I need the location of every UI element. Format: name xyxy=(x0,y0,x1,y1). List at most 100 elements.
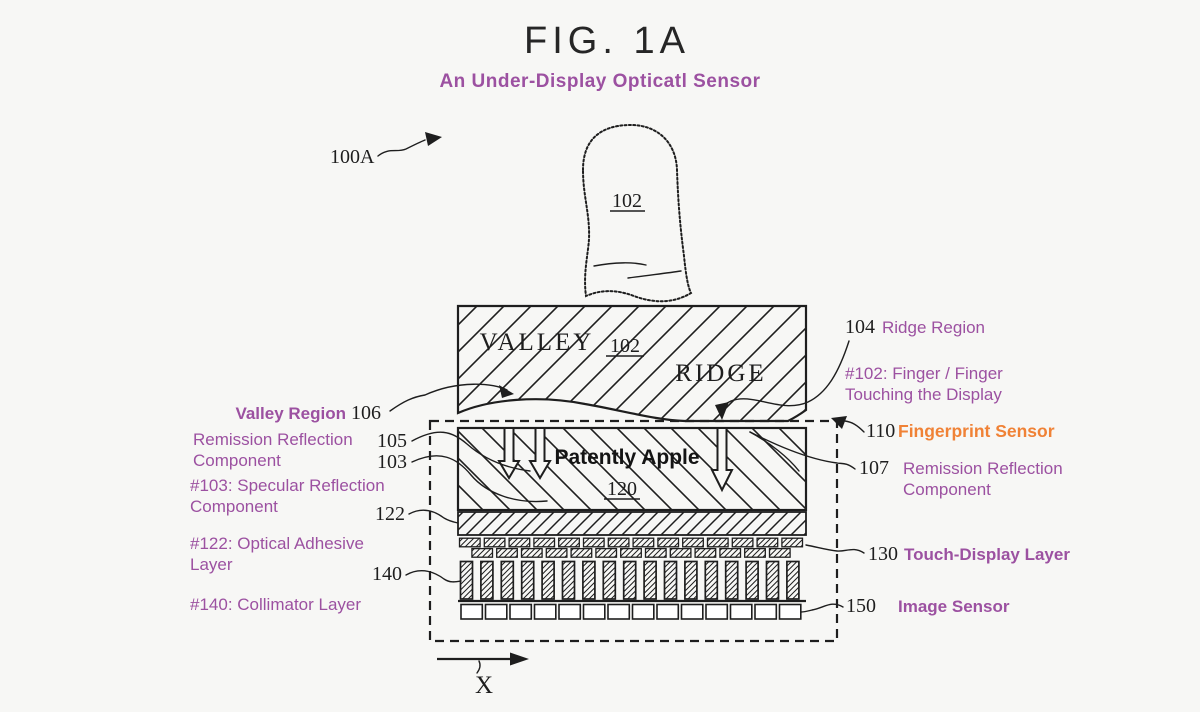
x-axis-arrowhead-icon xyxy=(510,652,529,666)
ref-105: 105 xyxy=(377,430,407,452)
label-fingerprint-sensor: Fingerprint Sensor xyxy=(898,421,1055,441)
ref-110: 110 xyxy=(866,420,895,442)
collimator-bar xyxy=(643,560,657,600)
leader-130 xyxy=(805,544,865,554)
label-touch-display: Touch-Display Layer xyxy=(904,545,1070,564)
collimator-bar xyxy=(602,560,617,600)
touch-display-cell xyxy=(607,537,630,548)
image-sensor-cell xyxy=(631,603,655,620)
x-axis: X xyxy=(437,652,529,699)
leader-110 xyxy=(844,420,865,433)
figure-subtitle: An Under-Display Opticatl Sensor xyxy=(439,71,760,92)
collimator-bar xyxy=(663,560,678,600)
image-sensor-cell xyxy=(680,603,704,620)
collimator-bar xyxy=(786,560,800,600)
touch-display-cell xyxy=(781,537,804,548)
touch-display-cell xyxy=(483,537,506,548)
watermark: Patently Apple xyxy=(554,446,699,469)
touch-display-cell xyxy=(657,537,680,548)
image-sensor-cell xyxy=(509,603,533,620)
label-adhesive-1: #122: Optical Adhesive xyxy=(190,534,364,553)
label-remission-left-1: Remission Reflection xyxy=(193,430,353,449)
label-remission-right-2: Component xyxy=(903,480,991,499)
image-sensor-cell xyxy=(533,603,557,620)
collimator-bar xyxy=(704,560,719,600)
touch-display-cell xyxy=(744,547,766,558)
touch-display-cell xyxy=(731,537,754,548)
label-finger-note-1: #102: Finger / Finger xyxy=(845,364,1003,383)
valley-text: VALLEY xyxy=(480,329,595,356)
ref-100a-leader xyxy=(377,139,426,157)
finger-crease-1 xyxy=(593,262,647,267)
ref-104: 104 xyxy=(845,316,875,338)
touch-display-cell xyxy=(644,547,667,558)
touch-display-cell xyxy=(620,547,642,558)
image-sensor-cell xyxy=(582,603,606,620)
touch-display-cell xyxy=(520,547,543,558)
collimator-bar xyxy=(745,560,759,600)
ref-130: 130 xyxy=(868,543,898,565)
touch-display-cell xyxy=(570,547,593,558)
left-callouts: Valley Region 106 Remission Reflection C… xyxy=(190,402,407,614)
collimator-bar xyxy=(765,560,780,600)
touch-display-cell xyxy=(694,547,717,558)
collimator-bar xyxy=(480,560,494,600)
x-axis-tick xyxy=(476,660,481,674)
ref-150: 150 xyxy=(846,595,876,617)
image-sensor-cell xyxy=(705,603,729,620)
light-arrow-icon xyxy=(528,427,552,480)
leader-lines xyxy=(389,340,865,613)
x-axis-label: X xyxy=(475,672,493,699)
right-callouts: 104 Ridge Region #102: Finger / Finger T… xyxy=(845,316,1070,617)
image-sensor-cell xyxy=(729,603,753,620)
label-specular-2: Component xyxy=(190,497,278,516)
image-sensor-layer xyxy=(460,603,802,620)
label-specular-1: #103: Specular Reflection xyxy=(190,476,385,495)
collimator-bar xyxy=(500,560,515,600)
ref-103: 103 xyxy=(377,451,407,473)
touch-display-cell xyxy=(632,537,655,548)
finger-section-hatch xyxy=(456,304,808,423)
touch-display-cell xyxy=(768,547,791,558)
leader-106-arrowhead-icon xyxy=(499,385,514,398)
leader-107-ray-bounce xyxy=(749,431,800,472)
label-valley-region: Valley Region xyxy=(235,404,346,423)
image-sensor-cell xyxy=(460,603,484,620)
image-sensor-cell xyxy=(484,603,508,620)
touch-display-cell xyxy=(508,537,531,548)
finger-ref-label: 102 xyxy=(612,190,642,212)
collimator-bar xyxy=(541,560,555,600)
touch-display-cell xyxy=(706,537,729,548)
touch-display-cell xyxy=(719,547,742,558)
ref-107: 107 xyxy=(859,457,889,479)
ref-122: 122 xyxy=(375,503,405,525)
image-sensor-cell xyxy=(558,603,582,620)
label-collimator: #140: Collimator Layer xyxy=(190,595,361,614)
leader-105-ray xyxy=(411,431,531,472)
fingerprint-sensor-boundary xyxy=(428,419,839,643)
light-arrow-icon xyxy=(710,427,734,493)
label-adhesive-2: Layer xyxy=(190,555,233,574)
label-image-sensor: Image Sensor xyxy=(898,597,1010,616)
ref-106: 106 xyxy=(351,402,381,424)
ref-140: 140 xyxy=(372,563,402,585)
ref-100a-arrowhead-icon xyxy=(425,132,442,146)
collimator-bar xyxy=(684,560,698,600)
leader-150 xyxy=(800,603,844,613)
touch-display-cell xyxy=(669,547,692,558)
optical-adhesive-layer xyxy=(457,511,807,536)
collimator-bar xyxy=(561,560,576,600)
touch-display-layer xyxy=(458,537,804,558)
figure-title: FIG. 1A xyxy=(524,20,690,62)
image-sensor-cell xyxy=(778,603,802,620)
finger-outline xyxy=(581,123,693,303)
touch-display-cell xyxy=(545,547,568,558)
touch-display-cell xyxy=(756,537,779,548)
touch-display-cell xyxy=(471,547,494,558)
finger-section-ref: 102 xyxy=(610,335,640,357)
collimator-bar xyxy=(724,560,739,600)
image-sensor-cell xyxy=(656,603,680,620)
collimator-bar xyxy=(459,560,474,600)
